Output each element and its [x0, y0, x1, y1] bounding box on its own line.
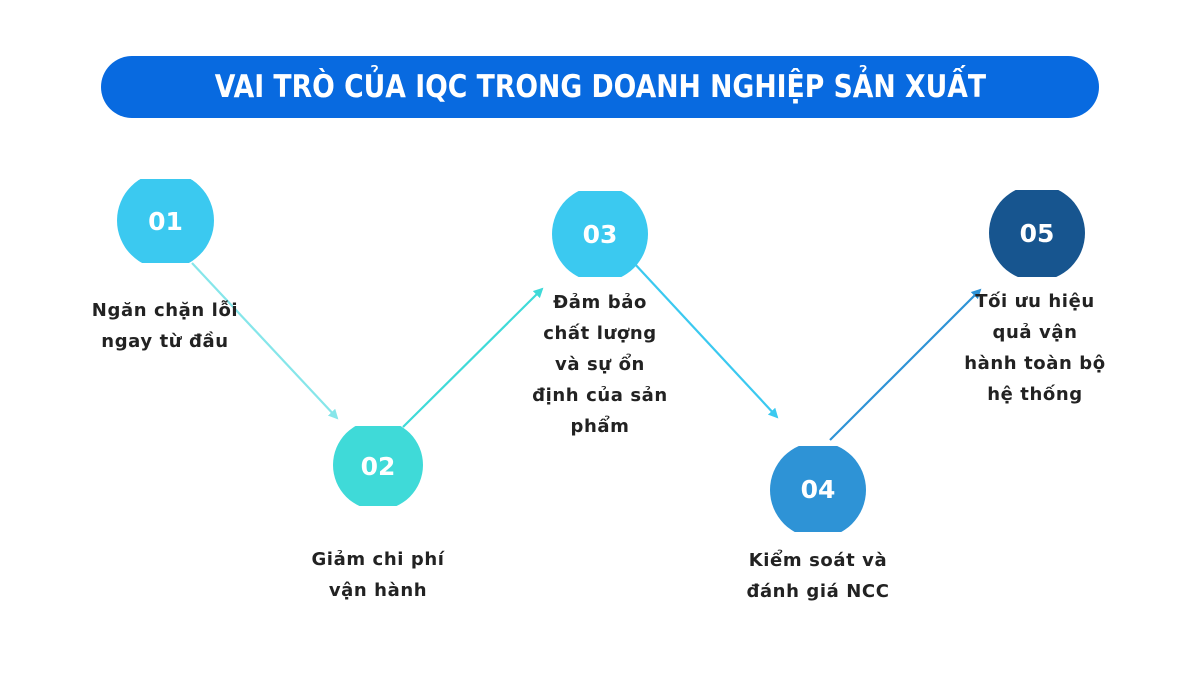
label-line: Giảm chi phí	[311, 549, 445, 570]
label-line: phẩm	[570, 416, 630, 437]
label-line: chất lượng	[543, 323, 657, 344]
label-line: và sự ổn	[555, 354, 645, 375]
arrow-01-to-02	[191, 262, 339, 420]
step-02-number: 02	[360, 451, 396, 481]
step-04-circle: 04	[770, 446, 866, 532]
label-line: định của sản	[532, 385, 668, 406]
step-03-label: Đảm bảo chất lượng và sự ổn định của sản…	[490, 287, 710, 442]
arrow-04-to-05	[829, 288, 982, 441]
label-line: quả vận	[992, 322, 1078, 343]
label-line: Kiểm soát và	[748, 550, 888, 571]
step-05-circle: 05	[989, 190, 1085, 277]
step-01-circle: 01	[117, 179, 214, 263]
label-line: Đảm bảo	[553, 292, 647, 313]
label-line: hành toàn bộ	[964, 353, 1106, 374]
page-title: VAI TRÒ CỦA IQC TRONG DOANH NGHIỆP SẢN X…	[214, 69, 986, 105]
label-line: ngay từ đầu	[101, 331, 229, 352]
label-line: đánh giá NCC	[746, 581, 890, 602]
step-02-label: Giảm chi phí vận hành	[268, 544, 488, 606]
step-05-number: 05	[1019, 219, 1055, 248]
label-line: vận hành	[328, 580, 428, 601]
step-03-number: 03	[582, 219, 618, 249]
label-line: Tối ưu hiệu	[975, 291, 1095, 312]
step-01-label: Ngăn chặn lỗi ngay từ đầu	[55, 295, 275, 357]
arrow-02-to-03	[402, 287, 544, 428]
arrow-03-to-04	[633, 262, 779, 419]
label-line: Ngăn chặn lỗi	[91, 300, 239, 321]
step-04-label: Kiểm soát và đánh giá NCC	[703, 545, 933, 607]
step-01-number: 01	[148, 206, 183, 236]
step-05-label: Tối ưu hiệu quả vận hành toàn bộ hệ thốn…	[935, 286, 1135, 410]
step-04-number: 04	[800, 474, 836, 504]
label-line: hệ thống	[987, 384, 1083, 405]
title-banner: VAI TRÒ CỦA IQC TRONG DOANH NGHIỆP SẢN X…	[101, 56, 1099, 118]
step-02-circle: 02	[333, 426, 423, 506]
step-03-circle: 03	[552, 191, 648, 277]
